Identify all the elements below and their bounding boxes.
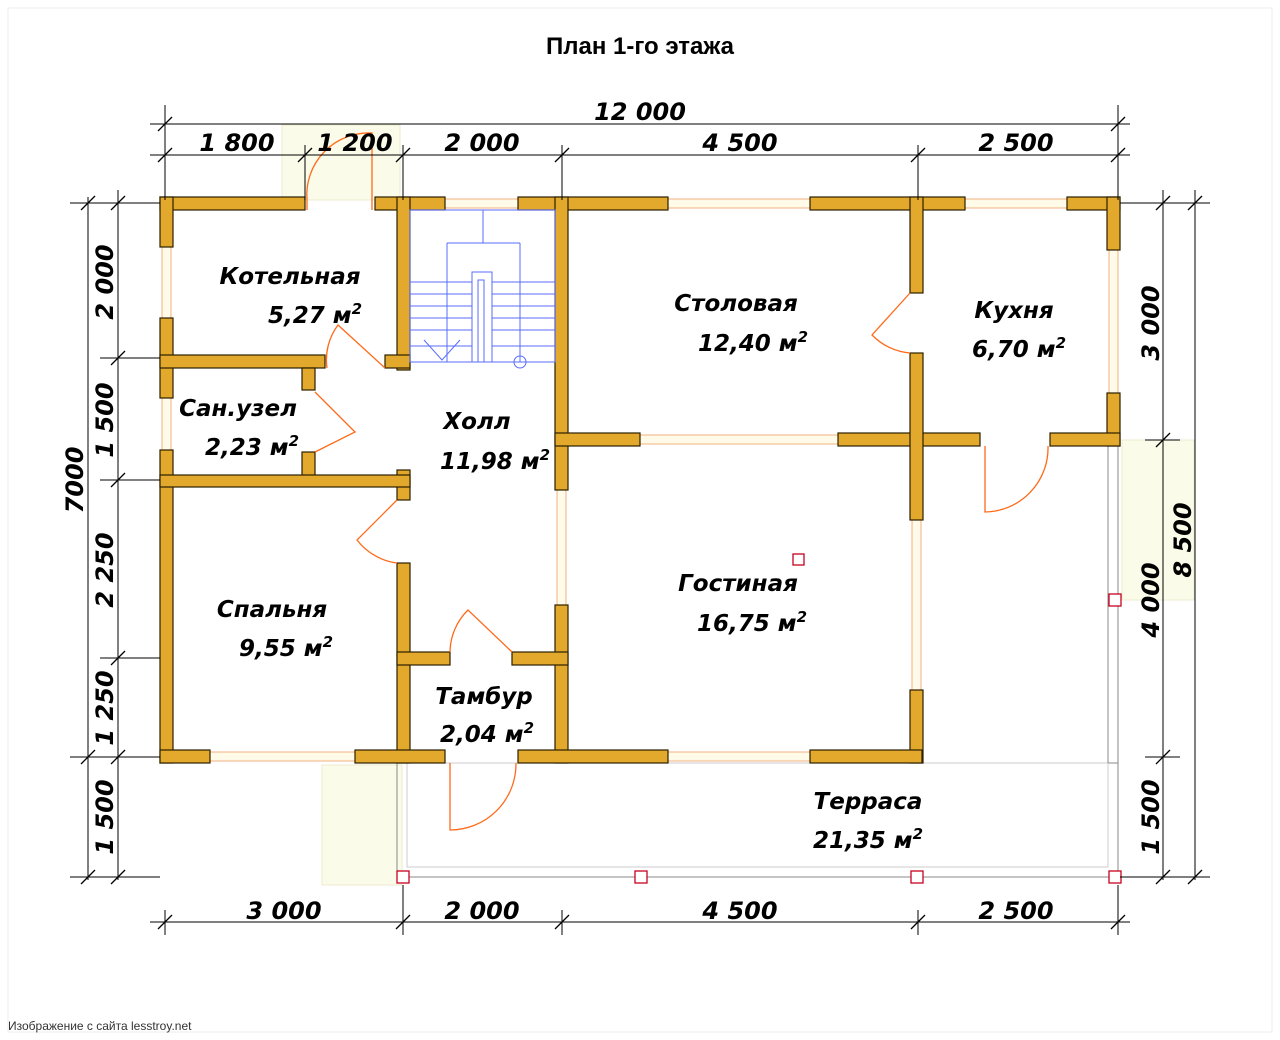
dim-right: 1 500 (1137, 779, 1165, 854)
room-spalnya: Спальня 9,55 м2 (217, 597, 333, 662)
dim-top: 2 500 (978, 129, 1053, 157)
room-name: Гостиная (678, 571, 798, 597)
room-sanuzel: Сан.узел 2,23 м2 (179, 396, 299, 461)
dim-left: 1 500 (91, 382, 119, 457)
frame (7, 7, 1273, 1033)
room-name: Холл (441, 409, 510, 435)
room-labels: Котельная 5,27 м2 Сан.узел 2,23 м2 Холл … (179, 264, 1066, 854)
room-area: 6,70 м2 (972, 334, 1066, 363)
room-name: Кухня (974, 298, 1054, 324)
terrace-outline (396, 446, 1119, 878)
room-area: 12,40 м2 (698, 328, 808, 357)
walls (159, 196, 1121, 764)
dim-right: 4 000 (1137, 562, 1165, 638)
staircase (409, 209, 556, 369)
dim-bottom: 4 500 (701, 897, 777, 925)
room-name: Сан.узел (179, 396, 297, 422)
room-holl: Холл 11,98 м2 (440, 409, 550, 475)
room-kuhnya: Кухня 6,70 м2 (972, 298, 1066, 363)
room-name: Котельная (219, 264, 360, 290)
room-area: 9,55 м2 (239, 633, 333, 662)
doors (306, 132, 1049, 831)
room-name: Столовая (674, 291, 798, 317)
room-area: 16,75 м2 (697, 608, 807, 637)
room-area: 2,23 м2 (205, 432, 299, 461)
room-terrasa: Терраса 21,35 м2 (813, 789, 923, 854)
steps (281, 124, 1195, 886)
room-kotelnaya: Котельная 5,27 м2 (219, 264, 362, 329)
dim-top: 1 800 (199, 129, 274, 157)
dim-left-total: 7000 (61, 447, 89, 514)
room-name: Спальня (217, 597, 328, 623)
room-stolovaya: Столовая 12,40 м2 (674, 291, 808, 357)
dim-left: 2 000 (91, 244, 119, 319)
dim-bottom: 3 000 (246, 897, 321, 925)
dim-bottom: 2 500 (978, 897, 1053, 925)
source-note: Изображение с сайта lesstroy.net (8, 1019, 192, 1033)
posts (396, 553, 1122, 884)
dim-left: 2 250 (91, 532, 119, 607)
dimension-labels: 12 000 1 800 1 200 2 000 4 500 2 500 3 0… (61, 98, 1197, 925)
dim-top: 2 000 (444, 129, 519, 157)
room-gostinaya: Гостиная 16,75 м2 (678, 571, 807, 637)
room-area: 5,27 м2 (268, 300, 362, 329)
dim-top-total: 12 000 (594, 98, 686, 126)
dim-bottom: 2 000 (444, 897, 519, 925)
room-name: Тамбур (435, 684, 533, 710)
room-area: 21,35 м2 (813, 825, 923, 854)
dim-top: 1 200 (317, 129, 392, 157)
plan-title: План 1-го этажа (546, 33, 735, 60)
dimension-lines (70, 105, 1210, 935)
dim-left: 1 500 (91, 779, 119, 854)
dim-left: 1 250 (91, 670, 119, 745)
dim-top: 4 500 (701, 129, 777, 157)
room-area: 2,04 м2 (440, 719, 534, 748)
dim-right: 3 000 (1137, 285, 1165, 360)
room-tambur: Тамбур 2,04 м2 (435, 684, 534, 748)
room-area: 11,98 м2 (440, 446, 550, 475)
room-name: Терраса (814, 789, 923, 815)
dim-right-total: 8 500 (1169, 502, 1197, 577)
